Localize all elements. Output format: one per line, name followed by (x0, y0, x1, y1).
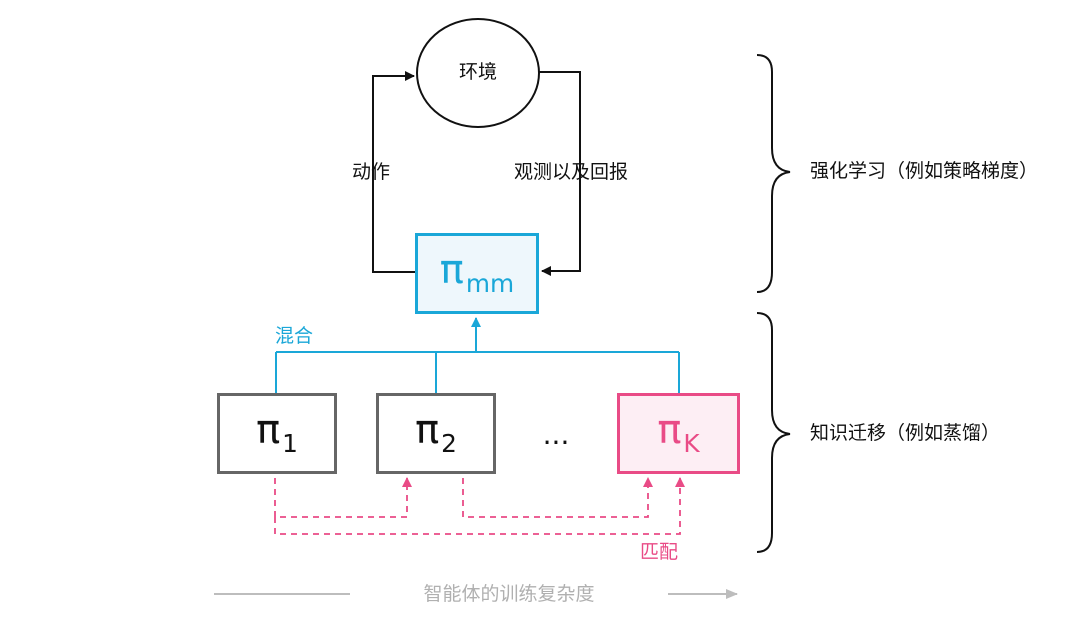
action-label: 动作 (352, 161, 391, 183)
policy-ellipsis: ... (542, 418, 570, 451)
policy-1-symbol: π1 (256, 407, 298, 458)
match-line-1-k (274, 477, 685, 535)
match-line-2-k (462, 477, 653, 518)
rl-brace (756, 54, 791, 293)
observation-reward-label: 观测以及回报 (514, 161, 629, 183)
complexity-axis-label: 智能体的训练复杂度 (423, 583, 595, 605)
kt-brace-label: 知识迁移（例如蒸馏） (810, 422, 1001, 444)
policy-k-symbol: πK (657, 407, 700, 458)
match-line-1-2 (274, 477, 412, 518)
policy-mm-symbol: πmm (439, 247, 515, 298)
environment-label: 环境 (458, 61, 498, 83)
action-arrow (372, 71, 417, 273)
policy-1-box: π1 (217, 393, 337, 474)
policy-2-box: π2 (376, 393, 496, 474)
mix-label: 混合 (275, 325, 314, 347)
policy-k-box: πK (617, 393, 740, 474)
policy-2-symbol: π2 (415, 407, 457, 458)
rl-brace-label: 强化学习（例如策略梯度） (810, 160, 1039, 182)
kt-brace (756, 312, 791, 553)
match-label: 匹配 (640, 541, 679, 563)
policy-mm-box: πmm (415, 233, 539, 314)
observation-arrow (539, 71, 581, 276)
